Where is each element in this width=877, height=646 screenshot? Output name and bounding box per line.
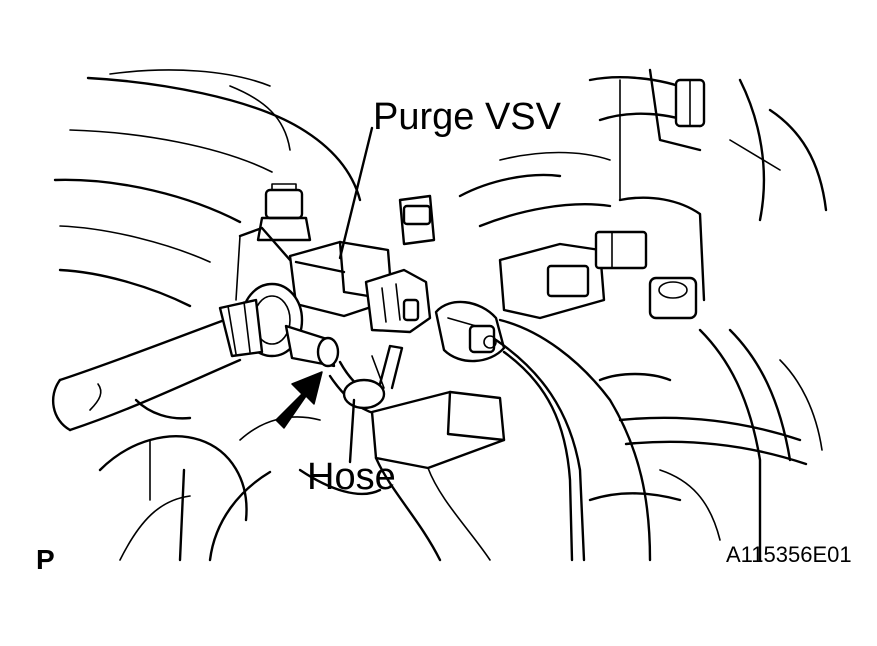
intake-manifold [53, 69, 362, 308]
upper-right-components [398, 68, 828, 320]
purge-vsv-label: Purge VSV [373, 96, 561, 138]
lower-housing-box [298, 390, 506, 562]
hose-leader-line [348, 398, 356, 464]
wire-harness [494, 318, 652, 562]
right-pipes [588, 328, 823, 562]
illustration-id: A115356E01 [726, 542, 852, 567]
hose-and-clamp [328, 344, 404, 416]
lower-left-housing [98, 398, 321, 562]
purge-vsv-leader-line [338, 126, 374, 260]
electrical-connector [434, 300, 506, 363]
view-marker: P [36, 544, 55, 575]
vsv-port [218, 282, 340, 368]
direction-arrow-icon [275, 371, 323, 429]
purge-vsv-body [288, 240, 432, 334]
large-hose [52, 316, 242, 432]
hose-label: Hose [307, 456, 396, 498]
